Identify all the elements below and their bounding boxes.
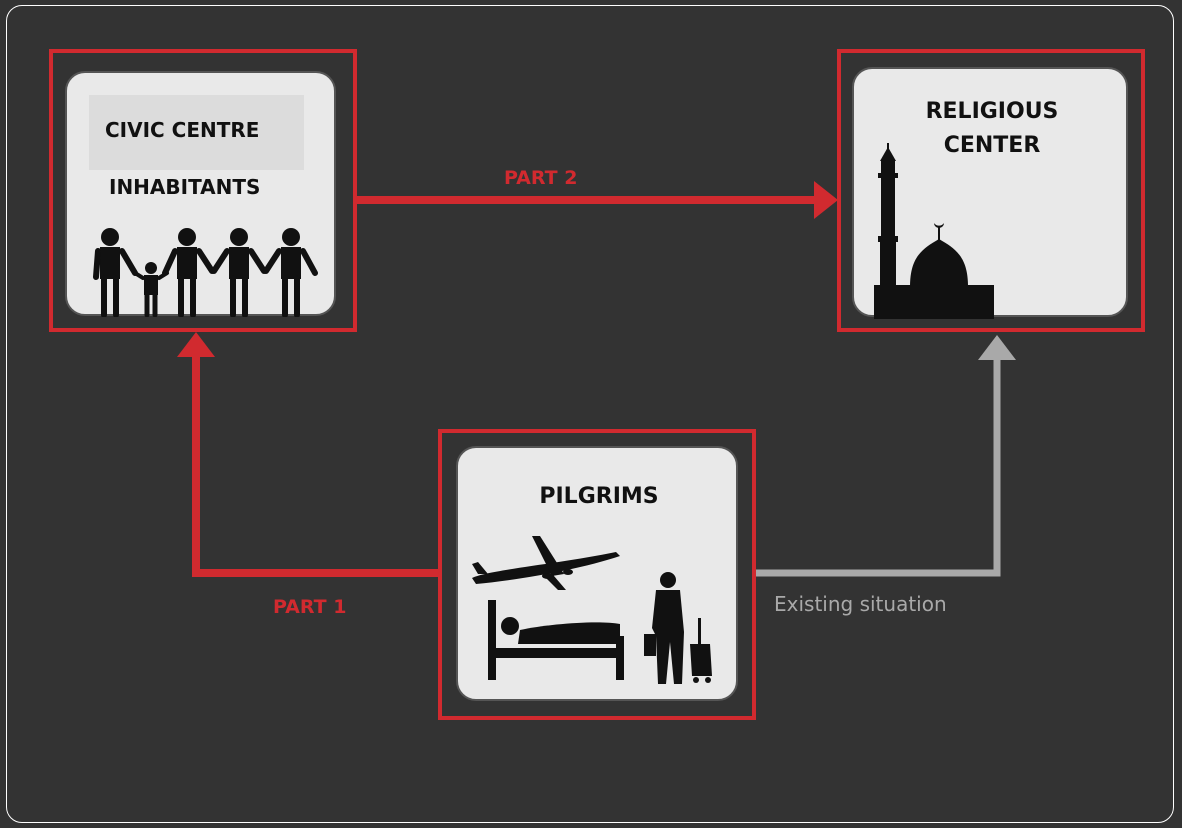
mosque-icon: [874, 143, 994, 319]
inhabitants-label: INHABITANTS: [109, 175, 261, 199]
traveler-with-luggage-icon: [644, 572, 712, 684]
religious-title-line2: CENTER: [943, 133, 1041, 158]
existing-arrowhead: [978, 335, 1016, 360]
airplane-icon: [472, 536, 620, 590]
pilgrims-card: PILGRIMS: [456, 446, 738, 701]
part1-label: PART 1: [273, 596, 347, 618]
religious-center-title: RELIGIOUS CENTER: [854, 95, 1130, 163]
civic-centre-title: CIVIC CENTRE: [105, 118, 260, 142]
pilgrims-title: PILGRIMS: [539, 484, 659, 509]
part1-arrowhead: [177, 332, 215, 357]
part2-label: PART 2: [504, 167, 578, 189]
religious-title-line1: RELIGIOUS: [925, 99, 1059, 124]
civic-title-highlight: [89, 95, 304, 170]
part2-arrowhead: [814, 181, 838, 219]
bed-icon: [488, 600, 624, 680]
outer-frame: [6, 5, 1174, 823]
existing-connector: [754, 355, 1001, 577]
existing-situation-label: Existing situation: [774, 592, 947, 616]
family-people-icon: [93, 228, 318, 317]
part1-connector: [192, 352, 440, 577]
religious-center-card: RELIGIOUS CENTER: [852, 67, 1130, 319]
civic-centre-card: CIVIC CENTRE INHABITANTS: [65, 71, 336, 317]
